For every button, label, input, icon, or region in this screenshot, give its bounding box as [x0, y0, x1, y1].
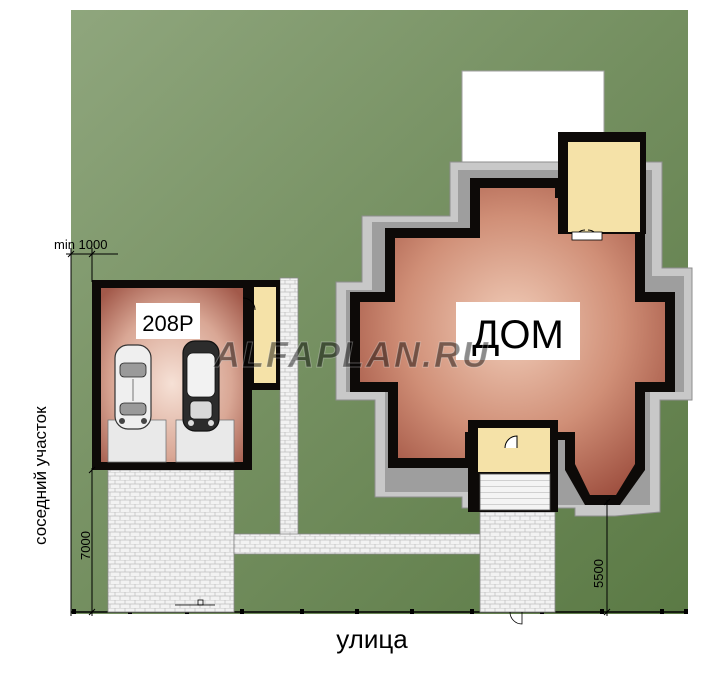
dimension-house-setback [603, 498, 611, 616]
garage-label-box [136, 303, 200, 339]
entrance-steps [479, 473, 551, 511]
neighbor-label: соседний участок [31, 406, 50, 545]
path-horizontal [233, 533, 483, 555]
dimension-garage-setback [88, 466, 96, 616]
garage-storage-door [242, 297, 256, 311]
dimension-min-setback-label: min 1000 [54, 237, 107, 252]
dimension-house-setback-label: 5500 [591, 559, 606, 588]
house-walkway [479, 511, 556, 613]
garage-driveway [107, 469, 235, 613]
vestibule-top-opening [571, 231, 603, 241]
entrance-door [504, 435, 518, 449]
dimension-garage-setback-label: 7000 [78, 531, 93, 560]
path-vertical [279, 277, 299, 539]
house-label-box [456, 302, 580, 360]
house-label: ДОМ [472, 313, 564, 357]
car-icon [182, 340, 220, 432]
vestibule-top-floor [568, 142, 640, 232]
dimension-min-setback [66, 248, 118, 616]
garage-storage-floor [254, 287, 276, 383]
car-icon [114, 344, 152, 430]
entrance-porch-floor [478, 428, 550, 472]
garage-label: 208Р [142, 311, 193, 336]
gate-marks [175, 599, 523, 625]
watermark: ALFAPLAN.RU [213, 334, 490, 375]
street-label: улица [336, 624, 408, 654]
